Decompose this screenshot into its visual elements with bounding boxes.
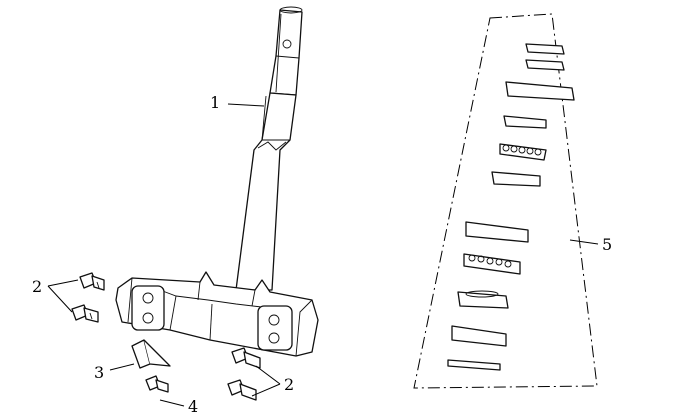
bearing-set-group: [413, 13, 598, 389]
leader-lines: [47, 103, 599, 407]
callout-2-left: 2: [32, 277, 42, 296]
bolt-right-upper: [231, 347, 261, 369]
bolt-right-lower: [227, 379, 257, 401]
callout-4: 4: [188, 397, 198, 416]
callout-2-right: 2: [284, 375, 294, 394]
steering-stem-part: [235, 6, 303, 291]
bolt-left-upper: [79, 272, 105, 291]
triple-clamp-part: [115, 271, 319, 357]
callout-3: 3: [94, 363, 104, 382]
small-bolt-part: [145, 375, 169, 393]
bracket-part: [131, 339, 171, 369]
bolt-left-lower: [71, 304, 99, 323]
callout-5: 5: [602, 235, 612, 254]
callout-1: 1: [210, 93, 220, 112]
